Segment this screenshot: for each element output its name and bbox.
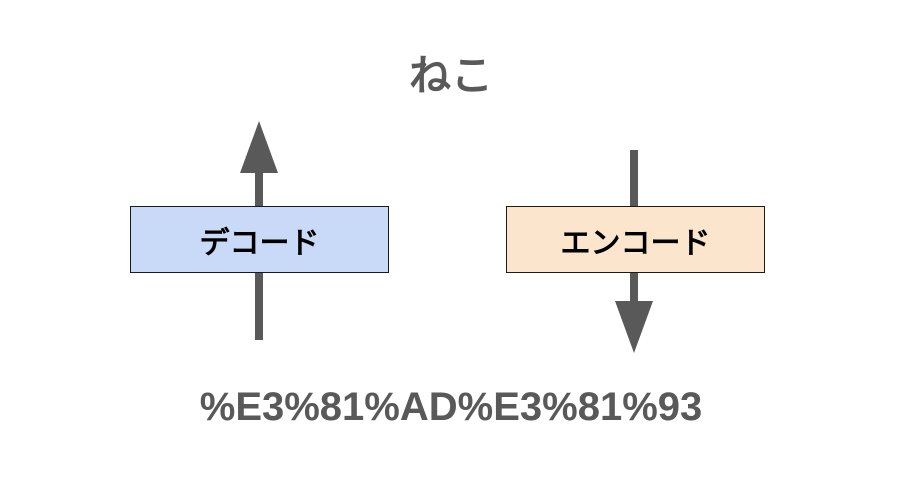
encode-label: エンコード (560, 225, 711, 261)
encode-box: エンコード (506, 206, 765, 273)
decode-arrow-head (240, 121, 278, 173)
encoded-text-bottom: %E3%81%AD%E3%81%93 (199, 385, 703, 429)
decode-box: デコード (130, 206, 389, 273)
input-text-top: ねこ (408, 51, 493, 100)
encode-arrow-head (615, 301, 653, 353)
decode-label: デコード (199, 225, 320, 261)
